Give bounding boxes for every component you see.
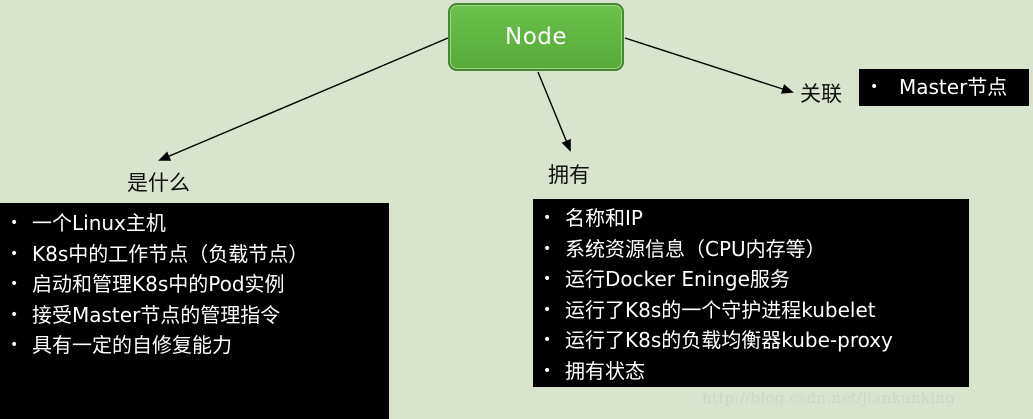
bullet-icon: • [870,79,879,95]
list-item: • 拥有状态 [533,356,969,387]
list-item: • Master节点 [859,72,1029,103]
relation-panel: • Master节点 [859,69,1029,106]
list-item: • 一个Linux主机 [0,208,389,239]
list-item-text: 启动和管理K8s中的Pod实例 [32,272,285,296]
branch-label-what: 是什么 [127,171,190,195]
arrow-to-has [537,71,571,152]
list-item: • 运行Docker Eninge服务 [533,264,969,295]
bullet-icon: • [543,240,552,257]
root-node: Node [448,3,624,71]
list-item: • K8s中的工作节点（负载节点） [0,239,389,270]
list-item-text: K8s中的工作节点（负载节点） [32,241,309,266]
list-item: • 系统资源信息（CPU内存等） [533,234,969,265]
bullet-icon: • [543,301,552,318]
has-list: • 名称和IP • 系统资源信息（CPU内存等） • 运行Docker Enin… [533,203,969,386]
root-node-label: Node [504,24,568,50]
list-item: • 接受Master节点的管理指令 [0,300,389,331]
list-item-text: 接受Master节点的管理指令 [32,302,281,327]
list-item: • 名称和IP [533,203,969,234]
branch-label-has: 拥有 [548,163,590,187]
list-item-text: 系统资源信息（CPU内存等） [565,236,826,261]
bullet-icon: • [543,332,552,348]
bullet-icon: • [10,245,19,262]
list-item: • 启动和管理K8s中的Pod实例 [0,269,389,300]
list-item-text: 具有一定的自修复能力 [32,333,232,357]
arrow-to-what [158,37,449,161]
list-item-text: Master节点 [899,75,1008,99]
what-list: • 一个Linux主机 • K8s中的工作节点（负载节点） • 启动和管理K8s… [0,208,389,361]
list-item: • 具有一定的自修复能力 [0,330,389,361]
list-item-text: 一个Linux主机 [32,211,166,235]
watermark-text: http://blog.csdn.net/jiankunking [702,389,956,407]
bullet-icon: • [10,215,19,231]
has-panel: • 名称和IP • 系统资源信息（CPU内存等） • 运行Docker Enin… [533,199,969,387]
list-item: • 运行了K8s的负载均衡器kube-proxy [533,325,969,356]
list-item-text: 运行Docker Eninge服务 [565,267,790,291]
list-item-text: 运行了K8s的一个守护进程kubelet [565,297,876,322]
list-item-text: 运行了K8s的负载均衡器kube-proxy [565,328,893,352]
bullet-icon: • [543,210,552,226]
list-item-text: 名称和IP [565,206,643,230]
relation-list: • Master节点 [859,72,1029,103]
bullet-icon: • [10,276,19,292]
bullet-icon: • [10,306,19,323]
arrow-to-relation [624,37,794,94]
list-item-text: 拥有状态 [565,358,645,383]
bullet-icon: • [10,337,19,353]
branch-label-relation: 关联 [800,82,842,106]
bullet-icon: • [543,362,552,379]
list-item: • 运行了K8s的一个守护进程kubelet [533,295,969,326]
bullet-icon: • [543,271,552,287]
what-panel: • 一个Linux主机 • K8s中的工作节点（负载节点） • 启动和管理K8s… [0,203,389,419]
